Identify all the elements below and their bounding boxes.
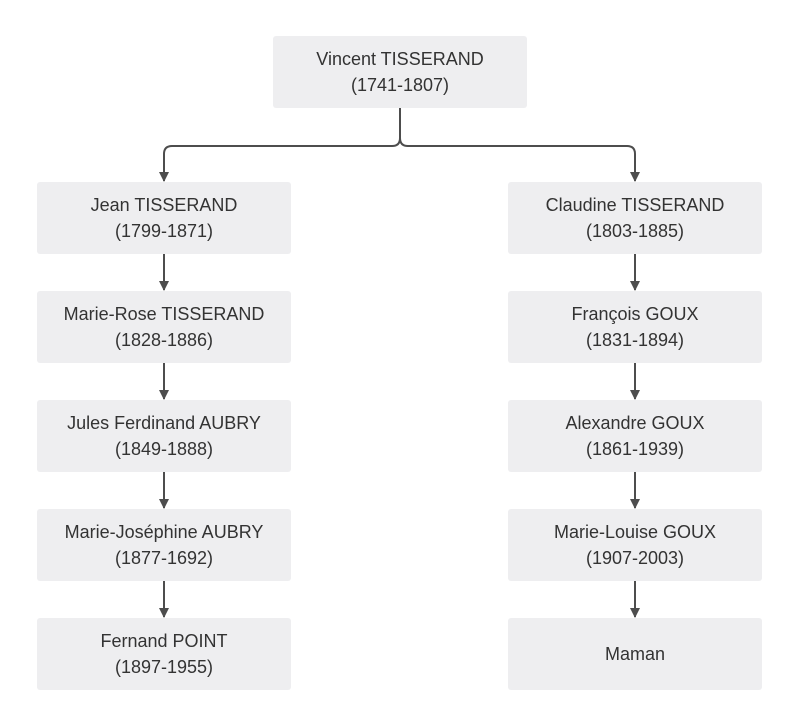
person-dates: (1831-1894) xyxy=(585,330,685,350)
person-node-maman: Maman xyxy=(508,618,762,690)
person-node-alexandre-goux: Alexandre GOUX (1861-1939) xyxy=(508,400,762,472)
root-split-connector xyxy=(399,137,640,182)
person-node-fernand-point: Fernand POINT (1897-1955) xyxy=(37,618,291,690)
person-node-marie-josephine-aubry: Marie-Joséphine AUBRY (1877-1692) xyxy=(37,509,291,581)
person-name: Vincent TISSERAND xyxy=(316,49,484,69)
root-split-connector xyxy=(159,108,401,182)
person-node-vincent-tisserand: Vincent TISSERAND (1741-1807) xyxy=(273,36,527,108)
person-dates: (1799-1871) xyxy=(114,221,214,241)
person-node-jean-tisserand: Jean TISSERAND (1799-1871) xyxy=(37,182,291,254)
person-name: Marie-Rose TISSERAND xyxy=(63,304,265,324)
person-name: Fernand POINT xyxy=(100,631,228,651)
person-name: Marie-Louise GOUX xyxy=(553,522,717,542)
person-dates: (1828-1886) xyxy=(114,330,214,350)
person-name: Alexandre GOUX xyxy=(565,413,705,433)
person-dates: (1861-1939) xyxy=(585,439,685,459)
person-name: François GOUX xyxy=(571,304,699,324)
person-name: Claudine TISSERAND xyxy=(545,195,725,215)
person-name: Marie-Joséphine AUBRY xyxy=(64,522,264,542)
person-name: Jules Ferdinand AUBRY xyxy=(67,413,261,433)
person-name: Maman xyxy=(604,644,666,664)
person-node-francois-goux: François GOUX (1831-1894) xyxy=(508,291,762,363)
person-dates: (1907-2003) xyxy=(585,548,685,568)
person-name: Jean TISSERAND xyxy=(90,195,238,215)
person-dates: (1877-1692) xyxy=(114,548,214,568)
person-node-jules-ferdinand-aubry: Jules Ferdinand AUBRY (1849-1888) xyxy=(37,400,291,472)
person-dates: (1803-1885) xyxy=(585,221,685,241)
person-node-marie-louise-goux: Marie-Louise GOUX (1907-2003) xyxy=(508,509,762,581)
person-dates: (1897-1955) xyxy=(114,657,214,677)
person-node-claudine-tisserand: Claudine TISSERAND (1803-1885) xyxy=(508,182,762,254)
person-node-marie-rose-tisserand: Marie-Rose TISSERAND (1828-1886) xyxy=(37,291,291,363)
person-dates: (1849-1888) xyxy=(114,439,214,459)
person-dates: (1741-1807) xyxy=(350,75,450,95)
